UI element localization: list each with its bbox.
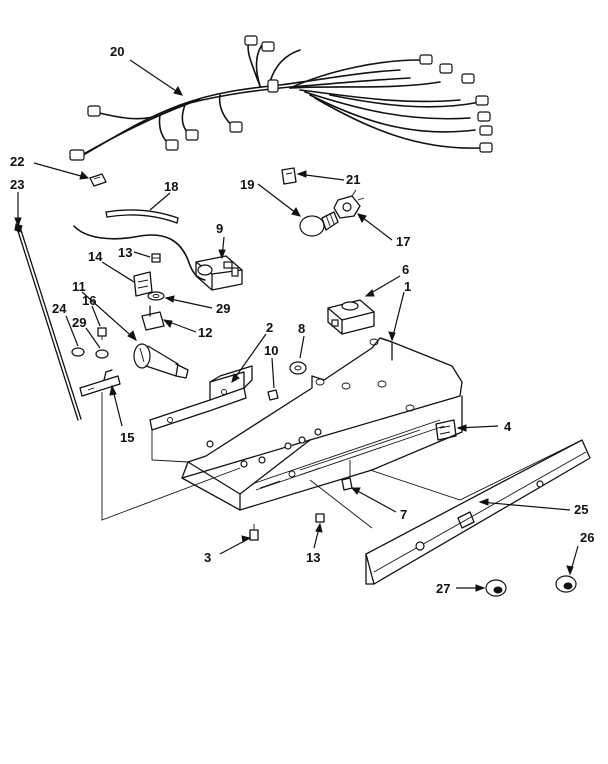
callout-20: 20 xyxy=(110,44,124,59)
callout-1: 1 xyxy=(404,279,411,294)
callout-2: 2 xyxy=(266,320,273,335)
rod-23 xyxy=(14,223,82,421)
bracket-15 xyxy=(79,369,121,397)
bracket-12 xyxy=(141,305,165,331)
screw-7 xyxy=(341,477,353,491)
capillary-wire xyxy=(73,225,206,281)
lamp-socket-17 xyxy=(333,189,365,219)
callout-3: 3 xyxy=(204,550,211,565)
bracket-21 xyxy=(281,167,297,185)
knob-27 xyxy=(485,579,507,597)
clip-22 xyxy=(89,173,107,187)
screw-16 xyxy=(97,327,107,340)
washer-24 xyxy=(71,347,85,357)
callout-11: 11 xyxy=(72,279,86,294)
arrowheads xyxy=(14,86,574,592)
callout-25: 25 xyxy=(574,502,588,517)
wiring-harness xyxy=(69,35,493,161)
screw-13b xyxy=(315,513,325,523)
callout-22: 22 xyxy=(10,154,24,169)
washer-29b xyxy=(95,349,109,359)
washer-29a xyxy=(147,291,165,301)
front-panel-25 xyxy=(365,439,591,585)
callout-26: 26 xyxy=(580,530,594,545)
assembly-lines xyxy=(101,392,583,529)
callout-21: 21 xyxy=(346,172,360,187)
callout-7: 7 xyxy=(400,507,407,522)
screw-10 xyxy=(267,389,279,401)
callout-24: 24 xyxy=(52,301,67,316)
switch-11 xyxy=(133,343,189,379)
clip-4 xyxy=(435,419,457,441)
callout-4: 4 xyxy=(504,419,512,434)
callout-27: 27 xyxy=(436,581,450,596)
callout-18: 18 xyxy=(164,179,178,194)
callout-labels: 20 22 23 18 19 21 17 9 13 14 29 11 12 24… xyxy=(10,44,594,596)
callout-6: 6 xyxy=(402,262,409,277)
bracket-14 xyxy=(133,271,153,297)
screw-13a xyxy=(151,253,161,263)
callout-13-lower: 13 xyxy=(306,550,320,565)
callout-9: 9 xyxy=(216,221,223,236)
callout-12: 12 xyxy=(198,325,212,340)
callout-10: 10 xyxy=(264,343,278,358)
callout-15: 15 xyxy=(120,430,134,445)
temperature-control-9 xyxy=(195,255,243,291)
tube-18 xyxy=(105,209,179,224)
callout-8: 8 xyxy=(298,321,305,336)
screw-3 xyxy=(249,524,259,541)
light-bulb-19 xyxy=(299,211,339,237)
knob-26 xyxy=(555,575,577,593)
grommet-8 xyxy=(289,361,307,375)
control-housing-1 xyxy=(181,337,463,511)
callout-29-lower: 29 xyxy=(72,315,86,330)
callout-16: 16 xyxy=(82,293,96,308)
callout-19: 19 xyxy=(240,177,254,192)
callout-13-upper: 13 xyxy=(118,245,132,260)
timer-6 xyxy=(327,299,375,335)
callout-29-upper: 29 xyxy=(216,301,230,316)
callout-14: 14 xyxy=(88,249,103,264)
callout-23: 23 xyxy=(10,177,24,192)
callout-17: 17 xyxy=(396,234,410,249)
